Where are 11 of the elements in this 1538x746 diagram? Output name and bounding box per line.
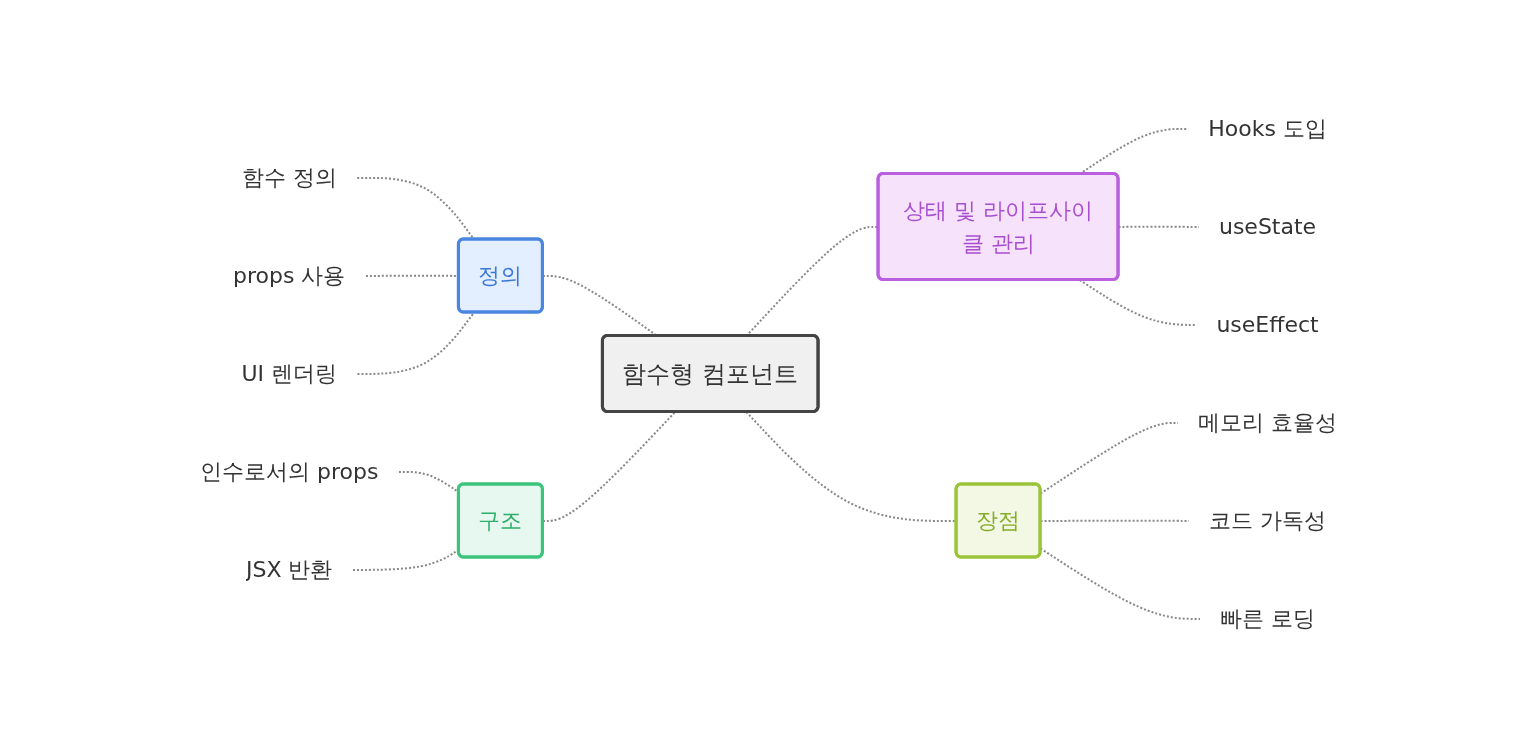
node-text: props 사용	[233, 262, 346, 288]
node-text: useState	[1219, 213, 1317, 239]
node-text: UI 렌더링	[241, 360, 338, 386]
node-text: 인수로서의 props	[200, 458, 379, 484]
node-text: 코드 가독성	[1209, 507, 1327, 533]
node-text: Hooks 도입	[1208, 115, 1328, 141]
node-text: 함수 정의	[242, 164, 338, 190]
connector	[356, 311, 476, 375]
node-text: 빠른 로딩	[1220, 605, 1316, 631]
node-text: useEffect	[1216, 311, 1320, 337]
node-text: 메모리 효율성	[1198, 409, 1338, 435]
